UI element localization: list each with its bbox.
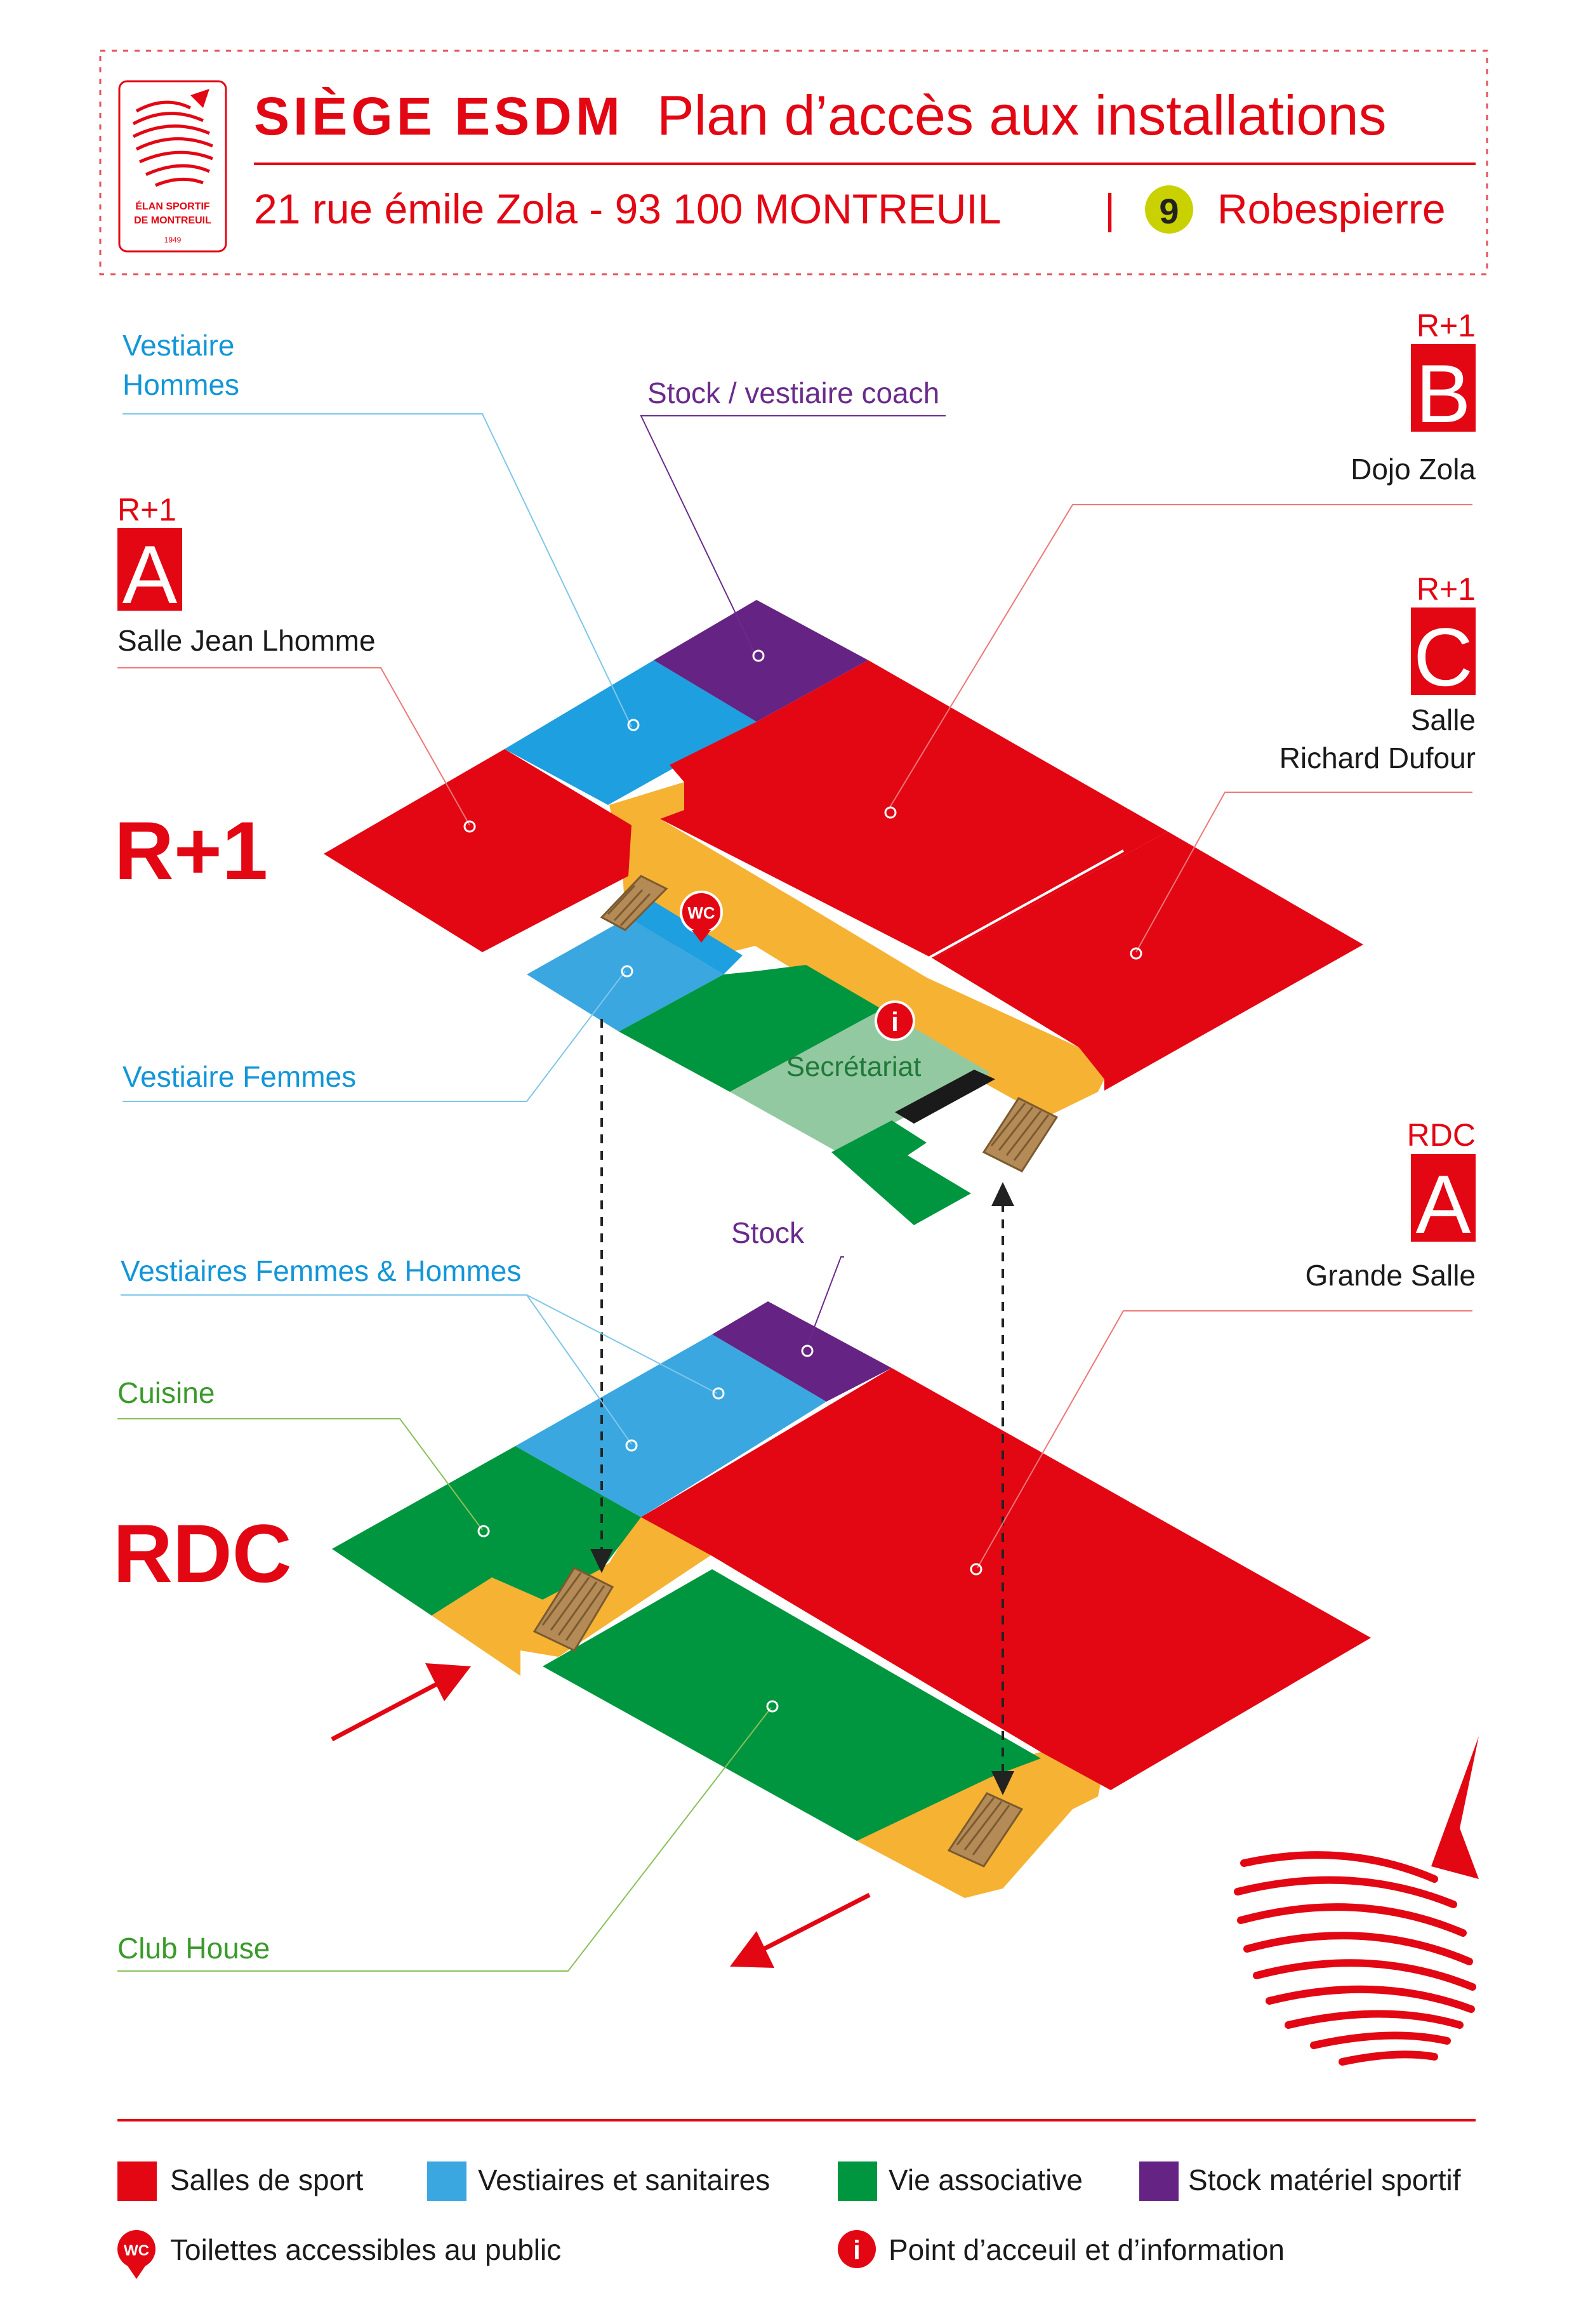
logo-text-2: DE MONTREUIL (134, 215, 211, 226)
legend-label-info: Point d’acceuil et d’information (889, 2233, 1285, 2266)
r1-stairs-left (600, 875, 668, 931)
logo-text-1: ÉLAN SPORTIF (135, 200, 210, 212)
brand-title: SIÈGE ESDM (254, 86, 624, 146)
legend-swatch-stock (1139, 2161, 1179, 2201)
legend-swatch-asso (838, 2161, 877, 2201)
legend-swatch-sport (117, 2161, 157, 2201)
r1-secretariat (730, 1009, 990, 1152)
metro-station: Robespierre (1217, 185, 1446, 232)
legend-label-stock: Stock matériel sportif (1188, 2163, 1461, 2196)
badge-letter-r1b: B (1416, 347, 1471, 440)
club-logo: ÉLAN SPORTIF DE MONTREUIL 1949 (118, 80, 227, 253)
badge-level-r1a: R+1 (117, 492, 176, 528)
r1-vestiaire-femmes (527, 917, 724, 1032)
badge-letter-rdca: A (1416, 1158, 1471, 1251)
header-frame (99, 50, 1488, 276)
label-vestiaire-hommes-2: Hommes (122, 368, 239, 401)
label-vestiaire-hommes-1: Vestiaire (122, 329, 234, 362)
legend-label-sport: Salles de sport (170, 2163, 363, 2196)
r1-salle-jean-lhomme (324, 749, 632, 952)
badge-r1c (1411, 608, 1476, 695)
floor-label-r1: R+1 (114, 804, 268, 897)
badge-level-rdca: RDC (1407, 1117, 1476, 1153)
club-emblem (1234, 1851, 1476, 2066)
floor-rdc (332, 1301, 1371, 1898)
r1-stairs-right (982, 1097, 1059, 1172)
label-vestiaires-femmes-hommes: Vestiaires Femmes & Hommes (121, 1254, 521, 1287)
rdc-stairs-left (532, 1567, 614, 1652)
badge-r1b (1411, 344, 1476, 432)
exit-arrow (730, 1892, 871, 1968)
metro-badge (1145, 185, 1193, 234)
badge-level-r1c: R+1 (1417, 571, 1476, 607)
badge-r1a (117, 528, 182, 611)
floor-label-rdc: RDC (113, 1507, 292, 1600)
info-marker: i (875, 1000, 915, 1041)
rdc-cuisine (332, 1446, 641, 1616)
stair-connector-right (991, 1182, 1014, 1795)
legend-swatch-vestiaire (427, 2161, 466, 2201)
label-vestiaire-femmes: Vestiaire Femmes (122, 1060, 356, 1093)
r1-dojo-zola (660, 660, 1168, 959)
label-salle: Salle (1411, 703, 1476, 736)
badge-rdca (1411, 1154, 1476, 1242)
label-stock: Stock (731, 1216, 805, 1249)
entry-arrow (331, 1663, 471, 1742)
r1-vie-associative (619, 965, 882, 1092)
badge-letter-r1c: C (1413, 611, 1473, 703)
label-dojo-zola: Dojo Zola (1351, 453, 1476, 486)
page-title: Plan d’accès aux installations (657, 84, 1387, 147)
badge-letter-r1a: A (122, 528, 178, 621)
legend-label-asso: Vie associative (889, 2163, 1083, 2196)
legend-label-wc: Toilettes accessibles au public (170, 2233, 561, 2266)
label-grande-salle: Grande Salle (1306, 1259, 1476, 1292)
label-salle-jean-lhomme: Salle Jean Lhomme (117, 624, 376, 657)
metro-line: 9 (1159, 191, 1179, 231)
floor-r1: WC i Secrétariat (324, 600, 1363, 1225)
rdc-stairs-right (947, 1792, 1024, 1868)
legend-label-vestiaire: Vestiaires et sanitaires (478, 2163, 770, 2196)
wc-marker: WC (680, 891, 723, 943)
rdc-vestiaires (515, 1334, 826, 1517)
address-separator: | (1104, 185, 1115, 232)
rdc-club-house (543, 1569, 1041, 1841)
logo-year: 1949 (164, 236, 182, 244)
secretariat-label: Secrétariat (786, 1051, 922, 1082)
legend-info-icon: i (838, 2230, 876, 2268)
r1-vestiaire-hommes (505, 660, 757, 805)
badge-level-r1b: R+1 (1417, 308, 1476, 343)
r1-corridor (609, 782, 1104, 1117)
address: 21 rue émile Zola - 93 100 MONTREUIL (254, 185, 1001, 232)
label-richard-dufour: Richard Dufour (1280, 741, 1476, 774)
rdc-grande-salle (641, 1368, 1371, 1790)
stair-connector-left (590, 1019, 613, 1573)
label-club-house: Club House (117, 1932, 270, 1965)
svg-text:WC: WC (687, 903, 715, 922)
svg-text:i: i (853, 2235, 861, 2265)
legend-wc-icon: WC (117, 2230, 155, 2279)
club-emblem-head (1431, 1736, 1479, 1879)
label-cuisine: Cuisine (117, 1376, 215, 1409)
svg-text:WC: WC (124, 2242, 149, 2259)
r1-salle-richard-dufour (933, 832, 1363, 1091)
label-stock-coach: Stock / vestiaire coach (647, 376, 939, 409)
svg-text:i: i (891, 1007, 899, 1037)
